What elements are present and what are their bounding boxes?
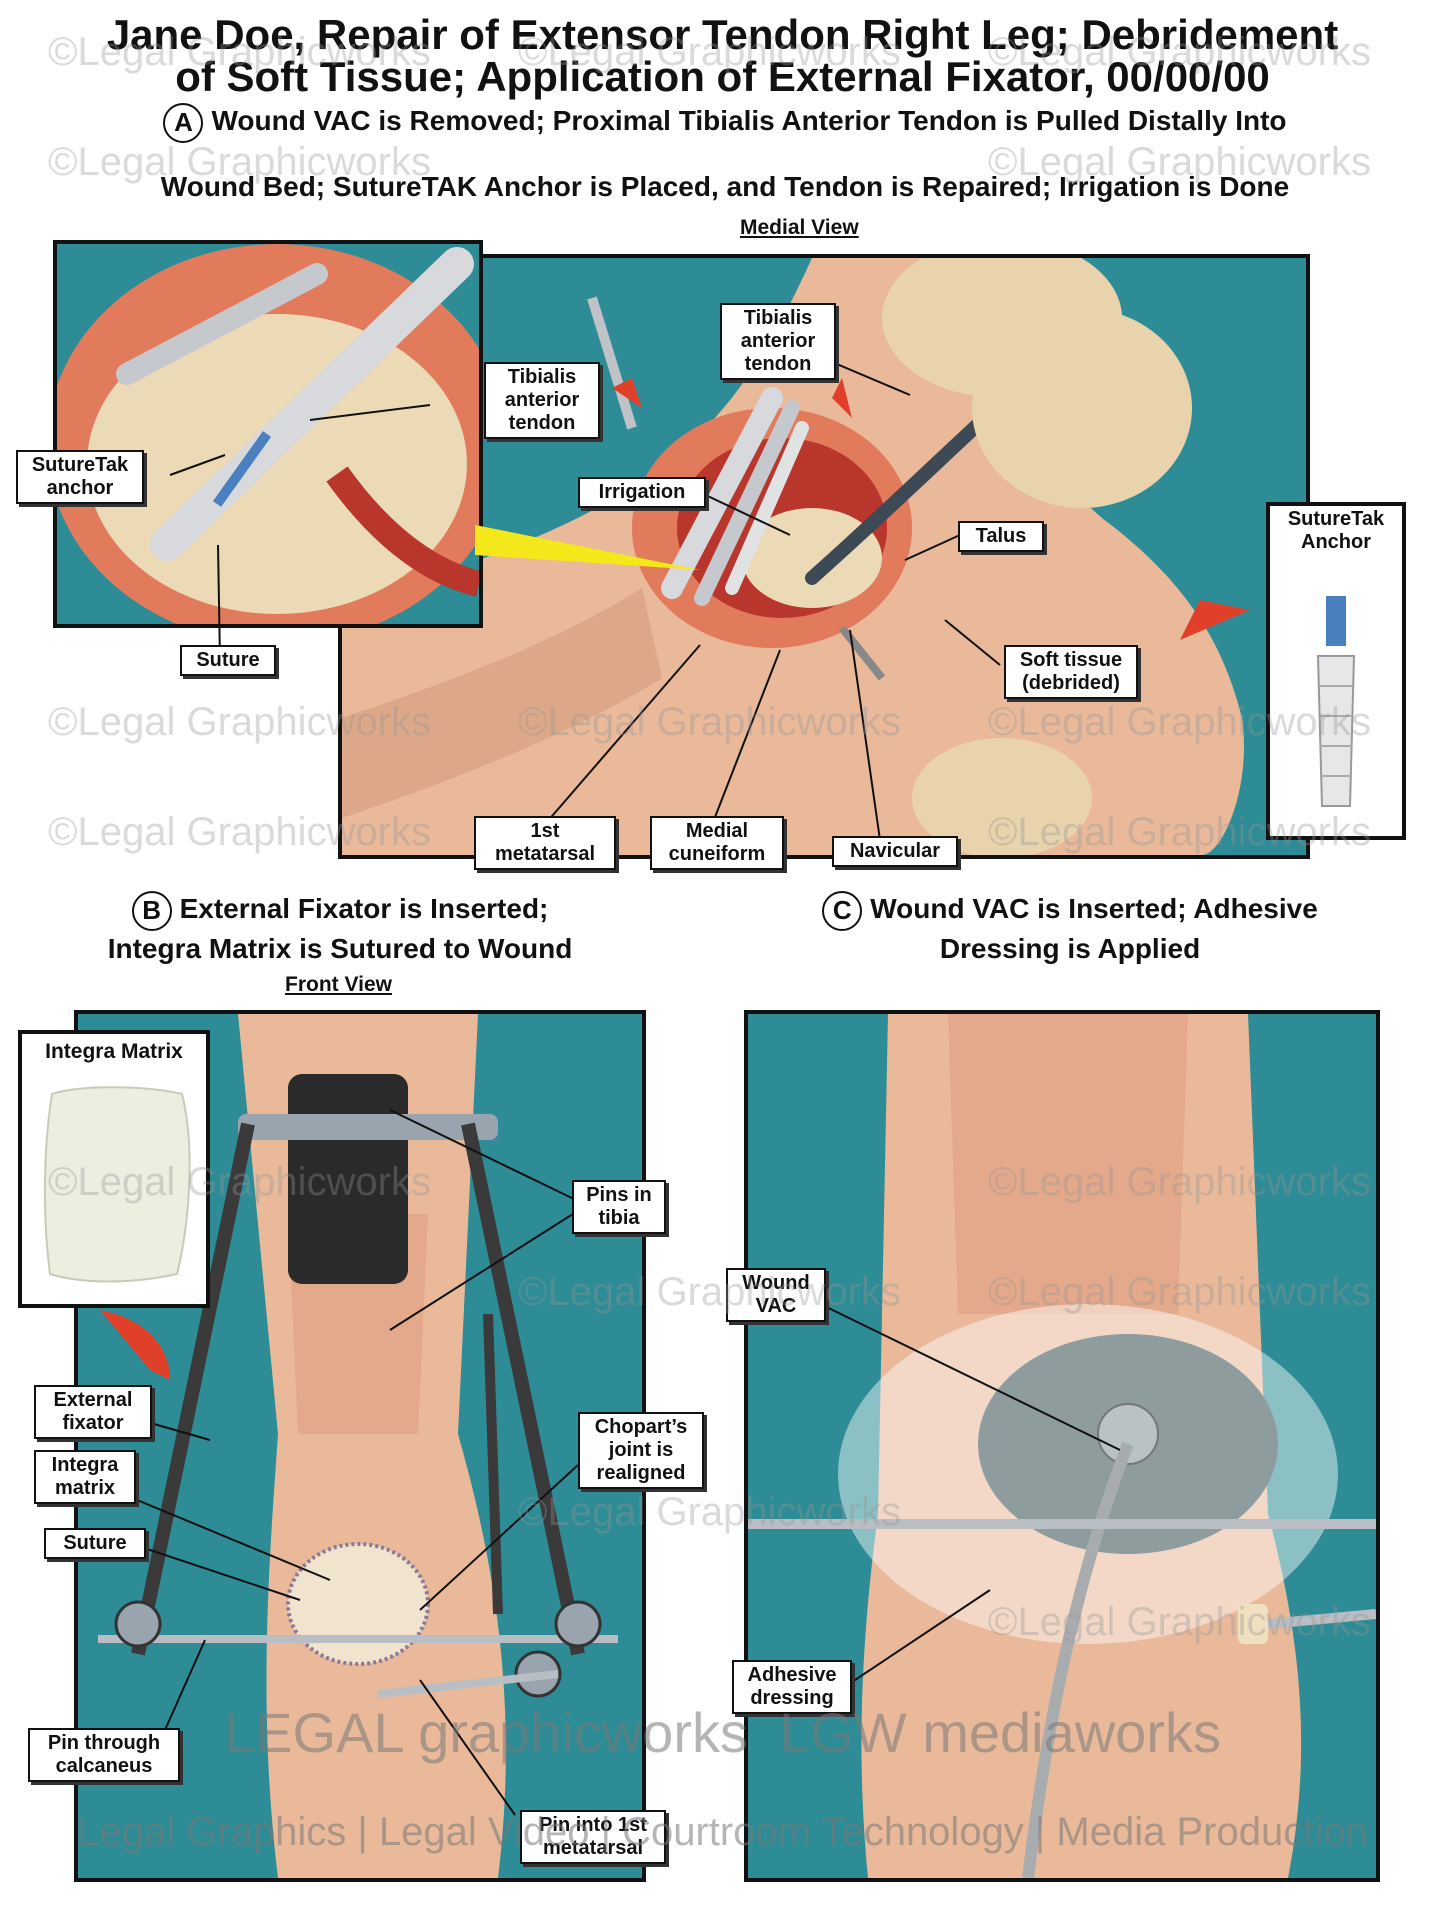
panel-a-view-label: Medial View	[740, 216, 859, 239]
label-wound-vac: Wound VAC	[726, 1268, 826, 1322]
panel-b-heading-text: External Fixator is Inserted;	[179, 893, 549, 924]
label-adhesive-dressing: Adhesive dressing	[732, 1660, 852, 1714]
label-irrigation: Irrigation	[578, 477, 706, 508]
panel-c-letter: C	[822, 890, 863, 931]
integra-matrix-inset: Integra Matrix	[18, 1030, 210, 1308]
label-tibialis-anterior-tendon: Tibialis anterior tendon	[720, 303, 836, 380]
zoom-inset-artwork	[57, 244, 479, 624]
label-pins-in-tibia: Pins in tibia	[572, 1180, 666, 1234]
panel-b-letter: B	[131, 890, 172, 931]
brand-line: LEGAL graphicworks LGW mediaworks	[0, 1700, 1445, 1765]
anchor-artwork	[1316, 596, 1356, 807]
label-inset-tibialis-anterior-tendon: Tibialis anterior tendon	[484, 362, 600, 439]
panel-a-zoom-inset	[53, 240, 483, 628]
panel-b-view-label: Front View	[285, 973, 392, 996]
label-inset-suture: Suture	[180, 645, 276, 676]
integra-matrix-artwork	[43, 1086, 191, 1283]
label-medial-cuneiform: Medial cuneiform	[650, 816, 784, 870]
footer-tagline: Legal Graphics | Legal Video | Courtroom…	[77, 1810, 1368, 1854]
label-inset-suturetak-anchor: SutureTak anchor	[16, 450, 144, 504]
panel-c-heading-text: Wound VAC is Inserted; Adhesive	[870, 893, 1318, 924]
label-choparts-joint-realigned: Chopart’s joint is realigned	[578, 1412, 704, 1489]
panel-a-letter: A	[163, 102, 204, 143]
label-soft-tissue-debrided: Soft tissue (debrided)	[1004, 645, 1138, 699]
label-suture: Suture	[44, 1528, 146, 1559]
anchor-inset-title: SutureTak Anchor	[1270, 506, 1402, 556]
integra-matrix-inset-title: Integra Matrix	[45, 1040, 183, 1063]
label-integra-matrix: Integra matrix	[34, 1450, 136, 1504]
panel-a-heading-text: Wound VAC is Removed; Proximal Tibialis …	[211, 105, 1287, 136]
page-title-line1: Jane Doe, Repair of Extensor Tendon Righ…	[106, 11, 1339, 58]
label-pin-through-calcaneus: Pin through calcaneus	[28, 1728, 180, 1782]
panel-a-heading-line2: Wound Bed; SutureTAK Anchor is Placed, a…	[160, 171, 1290, 202]
label-first-metatarsal: 1st metatarsal	[474, 816, 616, 870]
label-external-fixator: External fixator	[34, 1385, 152, 1439]
label-talus: Talus	[958, 521, 1044, 552]
brand-lgw-mediaworks: LGW mediaworks	[779, 1701, 1221, 1764]
suturetak-anchor-inset: SutureTak Anchor	[1266, 502, 1406, 840]
brand-legal-graphicworks: LEGAL graphicworks	[224, 1701, 748, 1764]
label-pin-into-first-metatarsal: Pin into 1st metatarsal	[520, 1810, 666, 1864]
panel-b-heading-line2: Integra Matrix is Sutured to Wound	[107, 933, 573, 964]
label-navicular: Navicular	[832, 836, 958, 867]
page-title-line2: of Soft Tissue; Application of External …	[175, 53, 1270, 100]
panel-c-heading-line2: Dressing is Applied	[939, 933, 1201, 964]
